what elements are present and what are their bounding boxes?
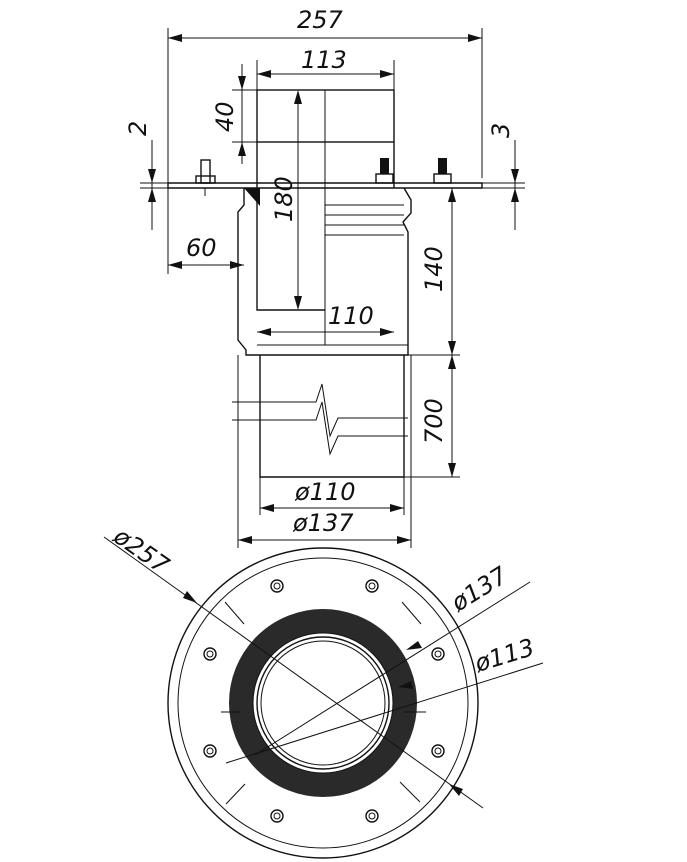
bolt-hole <box>365 579 379 593</box>
dim-flange-thickness-left: 2 <box>124 121 152 136</box>
bolt-hole <box>270 579 284 593</box>
lower-pipe <box>259 355 405 478</box>
dim-body-height: 140 <box>420 246 448 292</box>
inner-pipe-circle <box>256 636 390 770</box>
dim-flange-thickness-right: 3 <box>487 123 515 138</box>
diameter-leaders <box>103 536 544 809</box>
dim-flange-offset: 60 <box>186 234 217 262</box>
dim-ring-outer-diameter: ø137 <box>445 561 513 618</box>
dim-overall-width: 257 <box>297 6 344 34</box>
seal-wedge <box>244 188 260 206</box>
bolt-hole <box>203 744 217 758</box>
dimension-lines <box>151 37 516 541</box>
extension-lines <box>140 28 525 548</box>
dim-inner-width: 110 <box>328 302 374 330</box>
flange-outline <box>167 547 479 859</box>
radial-lines <box>221 601 426 805</box>
bolt-center <box>375 158 394 184</box>
break-mark <box>232 383 408 456</box>
bolt-hole <box>270 809 284 823</box>
plan-view-labels: ø257 ø137 ø113 <box>108 521 538 678</box>
bolt-hole <box>431 647 445 661</box>
bolt-holes <box>203 579 445 823</box>
dim-pipe-outer-diameter: ø137 <box>292 509 354 537</box>
dim-insert-height: 180 <box>270 176 298 222</box>
seal-ring <box>229 609 417 797</box>
bolt-hole <box>365 809 379 823</box>
dim-ring-inner-diameter: ø113 <box>471 633 538 678</box>
bolt-hole <box>431 744 445 758</box>
dim-top-collar-height: 40 <box>211 101 239 132</box>
plan-view: ø257 ø137 ø113 <box>103 521 544 859</box>
dim-pipe-length: 700 <box>420 398 448 444</box>
dim-flange-diameter: ø257 <box>108 521 175 580</box>
dim-top-pipe-width: 113 <box>301 46 347 74</box>
bolt-left <box>195 159 216 196</box>
arrowheads <box>148 34 519 544</box>
leader-arrowheads <box>183 591 463 796</box>
side-view-labels: 257 113 40 2 3 180 60 140 110 700 ø110 ø… <box>124 6 515 537</box>
bolt-right <box>433 158 452 184</box>
dim-pipe-inner-diameter: ø110 <box>294 478 356 506</box>
bolt-hole <box>203 647 217 661</box>
side-view: 257 113 40 2 3 180 60 140 110 700 ø110 ø… <box>124 6 525 548</box>
